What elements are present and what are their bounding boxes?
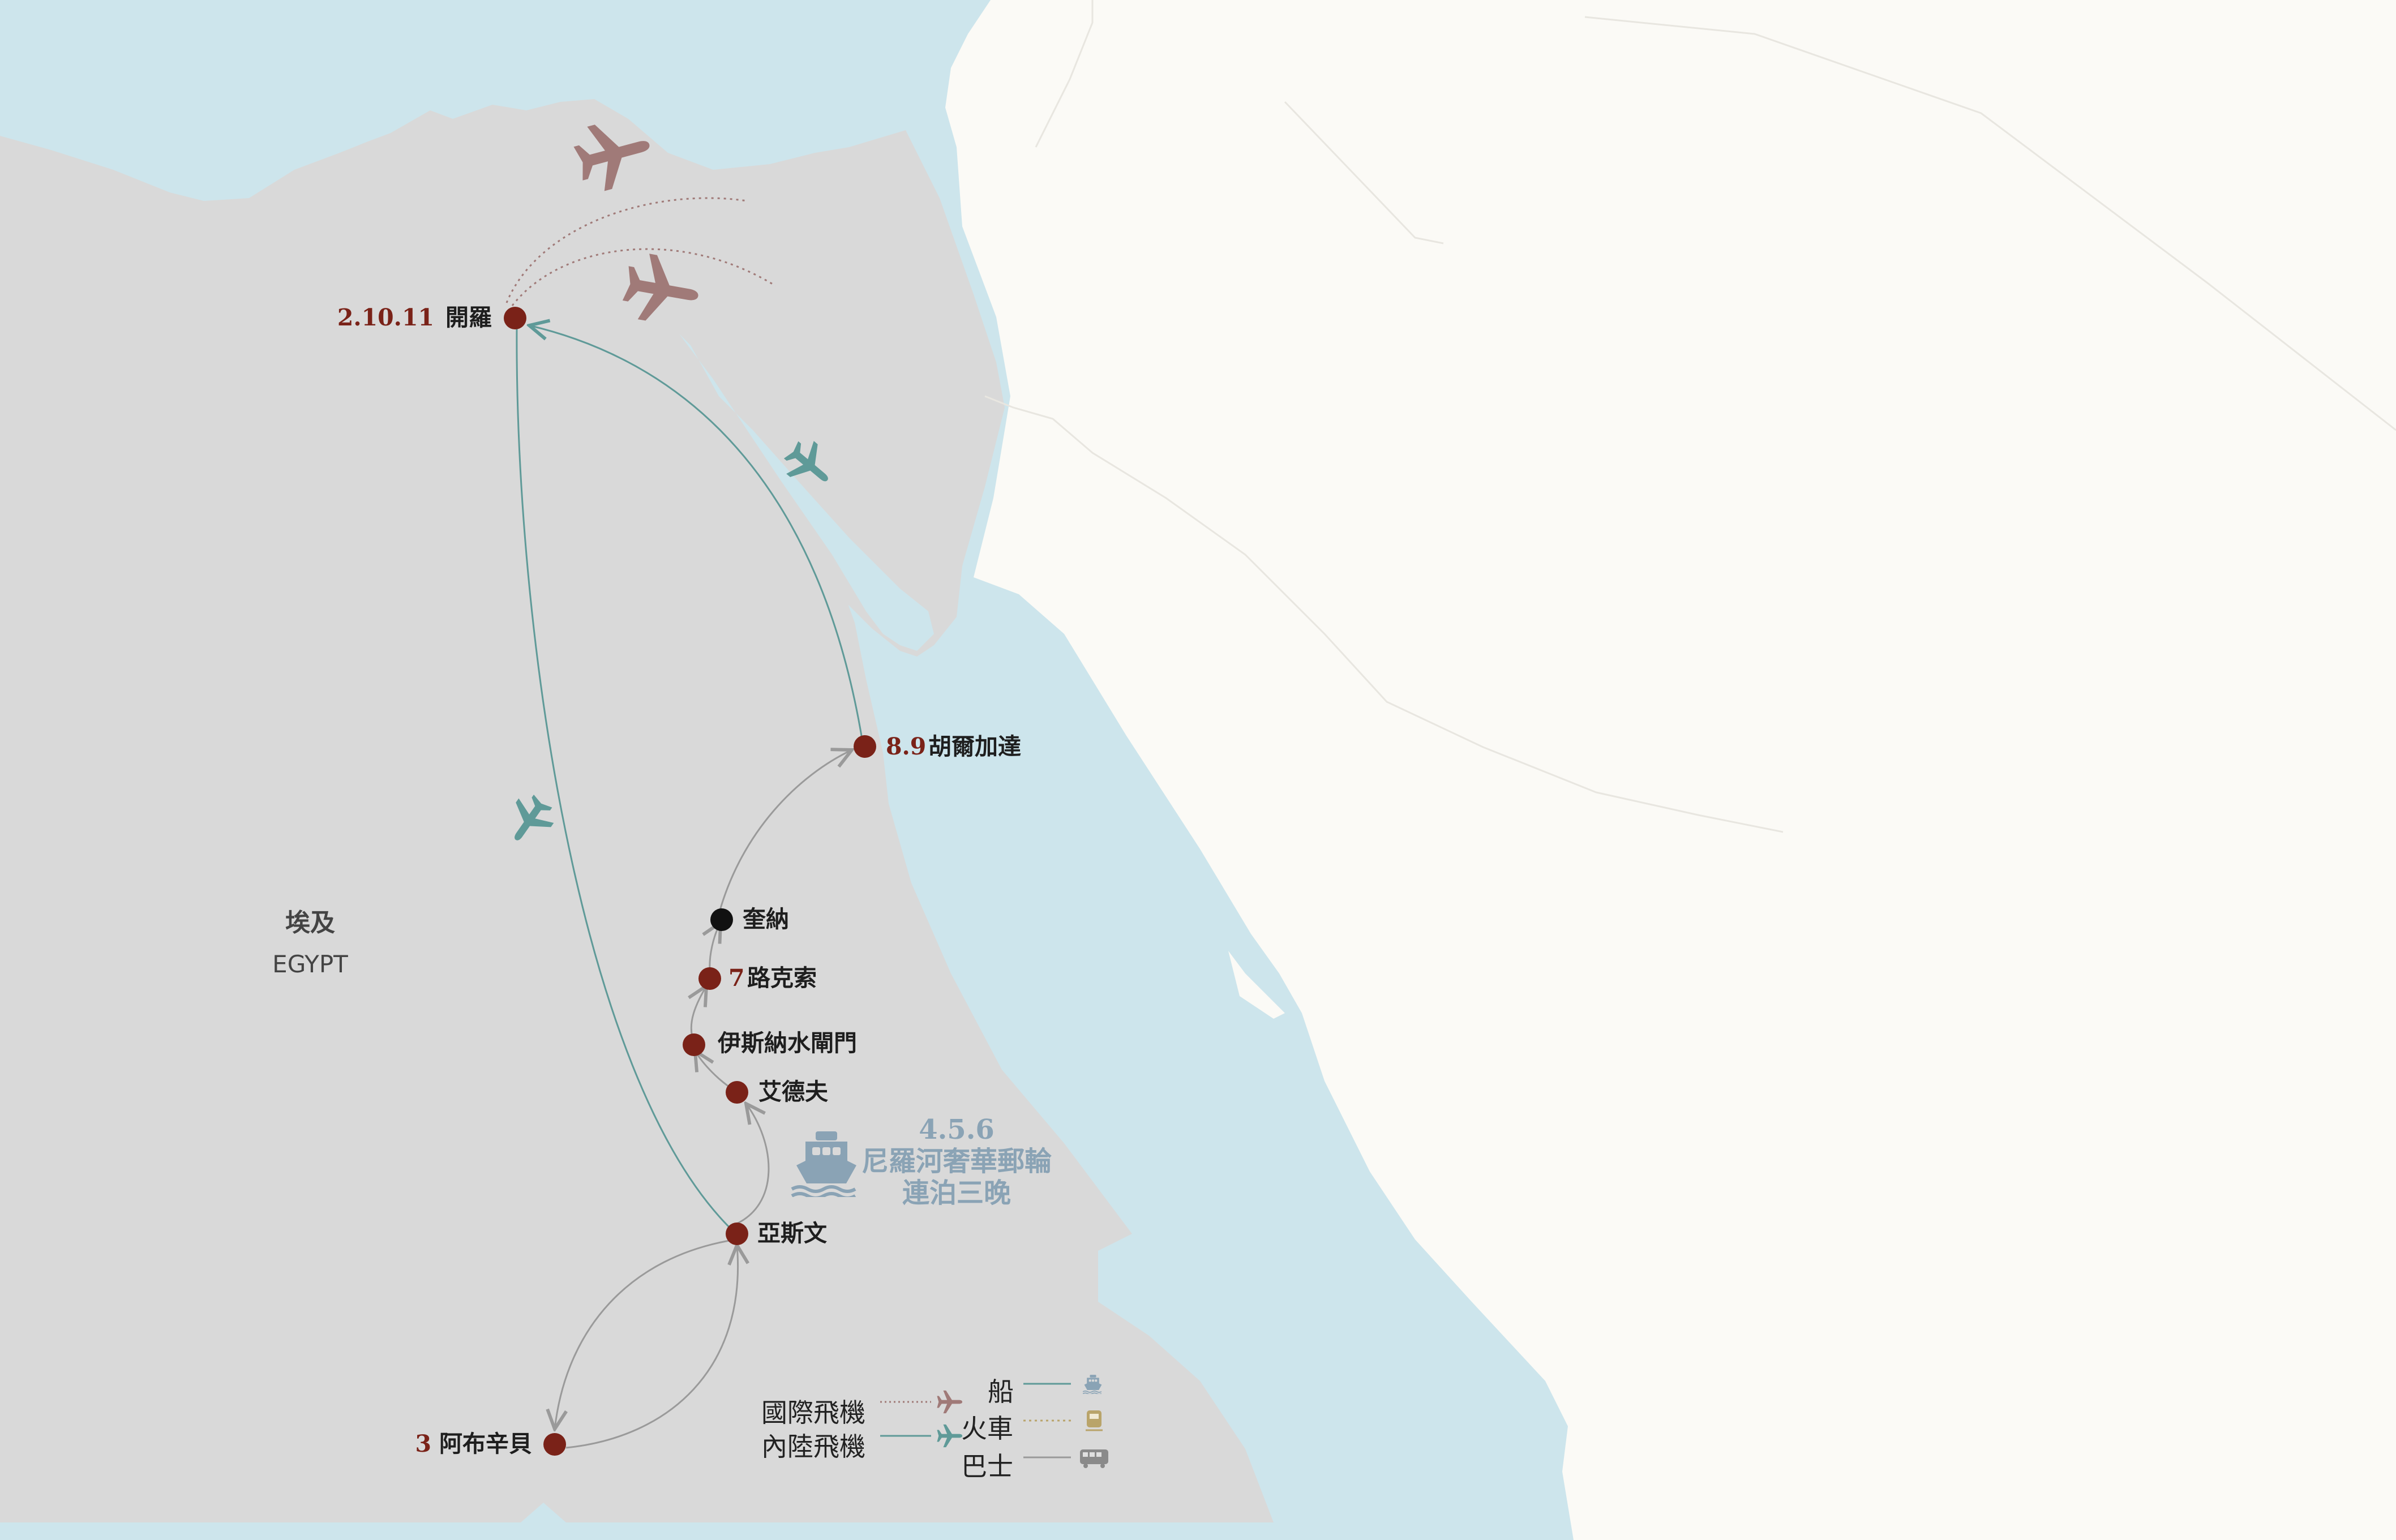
gulf-of-suez <box>679 334 934 651</box>
stop-name: 奎納 <box>743 906 789 933</box>
bus-route-aswan-abu-simbel <box>555 1238 736 1429</box>
boat-route-aswan-edfu <box>732 1104 770 1226</box>
legend-train-label: 火車 <box>961 1413 1013 1444</box>
stop-luxor: 7 路克索 <box>698 964 817 992</box>
legend-bus-label: 巴士 <box>961 1451 1013 1482</box>
stop-days: 8.9 <box>886 733 926 760</box>
stop-days: 3 <box>415 1430 431 1457</box>
legend-intl-flight-label: 國際飛機 <box>761 1397 865 1428</box>
stop-marker <box>698 967 721 990</box>
cruise-days: 4.5.6 <box>919 1114 995 1146</box>
train-icon <box>1086 1410 1103 1431</box>
stop-name: 阿布辛貝 <box>439 1430 532 1457</box>
stop-marker <box>726 1222 748 1245</box>
stop-name: 胡爾加達 <box>928 733 1021 760</box>
stop-marker <box>726 1081 748 1104</box>
stop-marker <box>543 1433 566 1456</box>
stop-marker <box>854 735 876 758</box>
stop-days: 2.10.11 <box>337 304 434 331</box>
stop-marker <box>683 1033 705 1056</box>
border-line <box>984 395 1784 833</box>
cruise-nights: 連泊三晚 <box>902 1177 1011 1209</box>
legend-domestic-flight-label: 內陸飛機 <box>761 1431 865 1462</box>
stop-abu-simbel: 3 阿布辛貝 <box>415 1430 566 1457</box>
stop-marker <box>710 908 733 931</box>
stop-name: 亞斯文 <box>757 1220 827 1247</box>
stop-qena: 奎納 <box>710 906 789 933</box>
stop-edfu: 艾德夫 <box>726 1078 829 1105</box>
border-line <box>1035 0 1094 148</box>
stop-name: 開羅 <box>445 304 492 331</box>
stop-esna: 伊斯納水閘門 <box>683 1029 857 1057</box>
bus-route-qena-hurghada <box>718 750 852 915</box>
stop-marker <box>504 307 526 329</box>
stop-name: 艾德夫 <box>758 1078 829 1105</box>
stop-name: 路克索 <box>747 964 817 992</box>
island <box>1228 951 1285 1019</box>
country-name-zh: 埃及 <box>285 908 335 937</box>
cruise-name: 尼羅河奢華郵輪 <box>861 1146 1052 1177</box>
stop-name: 伊斯納水閘門 <box>717 1029 857 1057</box>
stop-aswan: 亞斯文 <box>726 1220 827 1247</box>
legend: 國際飛機 內陸飛機 船 火車 巴士 <box>761 1374 1108 1482</box>
egypt-land <box>0 99 1274 1522</box>
legend-boat-label: 船 <box>988 1376 1014 1407</box>
country-name-en: EGYPT <box>272 950 348 978</box>
stop-hurghada: 8.9 胡爾加達 <box>854 733 1021 760</box>
stop-cairo: 2.10.11 開羅 <box>337 304 526 331</box>
domestic-flight-route-cairo-aswan <box>516 328 731 1229</box>
intl-flight-route <box>505 197 748 303</box>
domestic-flight-route-hurghada-cairo <box>529 325 864 747</box>
border-line <box>1284 101 1444 244</box>
bus-icon <box>1080 1449 1108 1468</box>
border-line <box>1584 16 2396 431</box>
stop-days: 7 <box>728 964 745 992</box>
bus-route-abu-simbel-aswan <box>565 1245 738 1449</box>
